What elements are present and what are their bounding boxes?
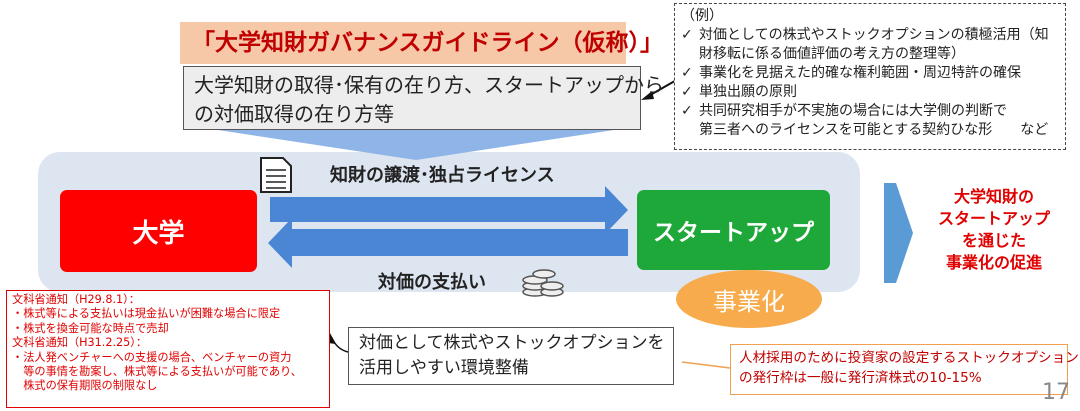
result-line: 事業化の促進 [945,253,1042,272]
commercialization-ellipse: 事業化 [676,270,822,328]
payment-arrow [268,218,628,268]
example-text: 単独出願の原則 [699,84,797,100]
check-icon: ✓ [681,84,693,100]
notice-line: 株式の保有期限の制限なし [12,379,158,393]
equity-line: 対価として株式やストックオプションを [359,333,665,353]
notice-line: ・法人発ベンチャーへの支援の場合、ベンチャーの資力 [12,350,292,364]
coins-icon [522,269,564,297]
university-box: 大学 [60,190,257,272]
guideline-funnel-arrow [218,130,614,160]
mext-notice-box: 文科省通知（H29.8.1）： ・株式等による支払いは現金払いが困難な場合に限定… [6,290,330,408]
startup-box: スタートアップ [637,190,830,270]
example-text: 共同研究相手が不実施の場合には大学側の判断で 第三者へのライセンスを可能とする契… [699,103,1049,138]
notice-line: 文科省通知（H31.2.25）： [12,336,148,350]
notice-pointer-head [328,333,336,344]
ip-transfer-label: 知財の譲渡･独占ライセンス [330,165,555,186]
ip-transfer-arrow [270,186,628,234]
notice-line: 等の事情を勘案し、株式等による支払いが可能であり、 [12,365,302,379]
result-line: を通じた [961,231,1026,250]
example-text: 対価としての株式やストックオプションの積極活用（知 財移転に係る価値評価の考え方… [699,27,1049,62]
notice-line: 文科省通知（H29.8.1）： [12,293,140,306]
stock-option-line: の発行枠は一般に発行済株式の10-15% [739,370,982,386]
document-icon [260,157,292,193]
example-item: ✓ 事業化を見据えた的確な権利範囲・周辺特許の確保 [681,64,1059,83]
result-line: スタートアップ [937,209,1050,228]
chevron-right-icon [884,183,913,283]
payment-label: 対価の支払い [378,272,486,293]
guideline-subtitle: 大学知財の取得･保有の在り方、スタートアップから の対価取得の在り方等 [183,66,664,130]
page-number: 17 [1042,380,1070,405]
equity-line: 活用しやすい環境整備 [359,358,529,378]
result-line: 大学知財の [953,187,1034,206]
check-icon: ✓ [681,65,693,81]
subtitle-line: 大学知財の取得･保有の在り方、スタートアップから [194,73,664,97]
check-icon: ✓ [681,103,693,119]
notice-pointer-line [331,337,349,353]
guideline-title: 「大学知財ガバナンスガイドライン（仮称）」 [180,22,663,64]
example-item: ✓ 対価としての株式やストックオプションの積極活用（知 財移転に係る価値評価の考… [681,26,1059,64]
stock-option-note: 人材採用のために投資家の設定するストックオプション の発行枠は一般に発行済株式の… [730,344,1079,395]
stock-option-pointer-line [681,361,731,369]
result-text: 大学知財の スタートアップ を通じた 事業化の促進 [918,186,1070,274]
examples-box: （例） ✓ 対価としての株式やストックオプションの積極活用（知 財移転に係る価値… [674,3,1066,150]
example-pointer-head [641,91,654,100]
examples-heading: （例） [681,8,723,24]
example-item: ✓ 単独出願の原則 [681,83,1059,102]
equity-environment-box: 対価として株式やストックオプションを 活用しやすい環境整備 [348,327,674,385]
check-icon: ✓ [681,27,693,43]
notice-line: ・株式を換金可能な時点で売却 [12,321,169,335]
example-text: 事業化を見据えた的確な権利範囲・周辺特許の確保 [699,65,1021,81]
example-item: ✓ 共同研究相手が不実施の場合には大学側の判断で 第三者へのライセンスを可能とす… [681,102,1059,140]
notice-line: ・株式等による支払いは現金払いが困難な場合に限定 [12,307,281,321]
subtitle-line: の対価取得の在り方等 [194,102,394,126]
stock-option-line: 人材採用のために投資家の設定するストックオプション [739,350,1079,366]
